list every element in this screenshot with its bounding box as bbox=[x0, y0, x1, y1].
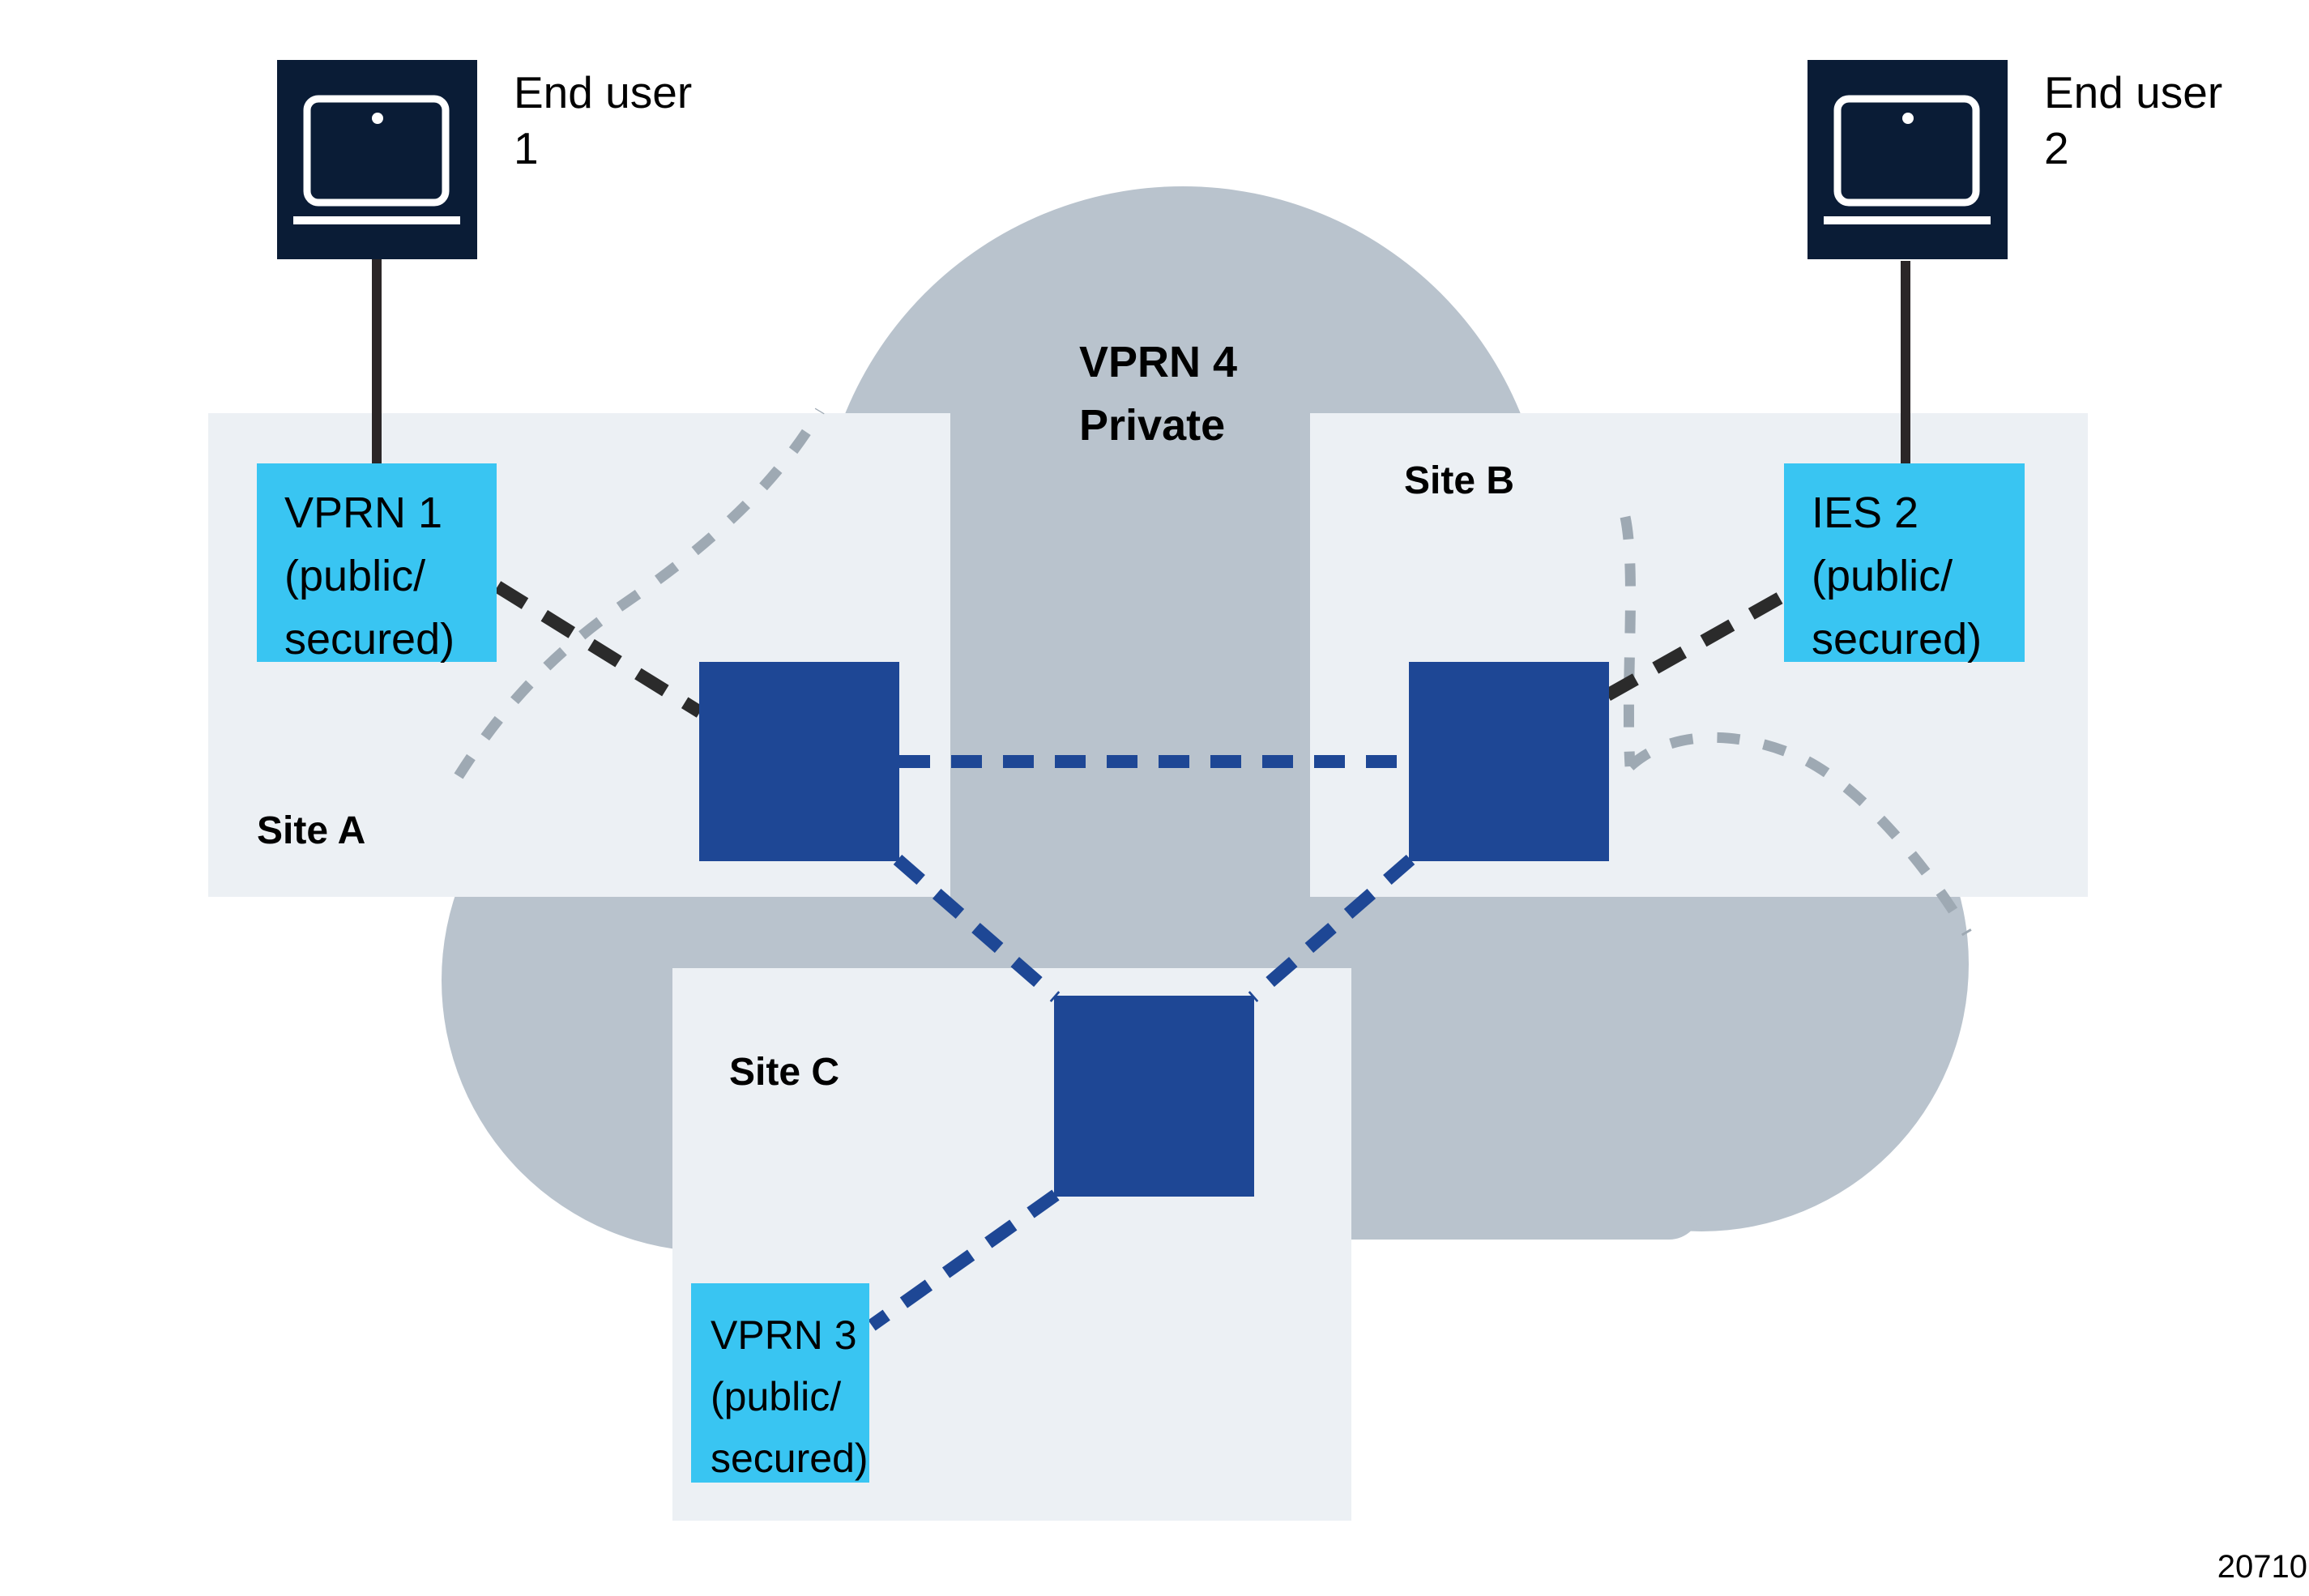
end-user1-tile bbox=[277, 60, 477, 259]
vprn4-cloud-label: VPRN 4 Private bbox=[1079, 331, 1237, 457]
ies2-service-box: IES 2 (public/ secured) bbox=[1784, 463, 2025, 664]
vprn4-label-line1: VPRN 4 bbox=[1079, 338, 1238, 386]
router-site-c bbox=[1054, 996, 1254, 1197]
laptop-icon bbox=[1824, 95, 1991, 224]
vprn1-service-box: VPRN 1 (public/ secured) bbox=[257, 463, 497, 664]
ies2-line1: IES 2 bbox=[1812, 489, 1919, 537]
site-c-label: Site C bbox=[729, 1051, 840, 1094]
end-user1-label-line1: End user bbox=[514, 67, 693, 117]
router-site-a bbox=[699, 662, 899, 861]
ies2-line3: secured) bbox=[1812, 615, 1982, 664]
end-user2-label: End user 2 bbox=[2044, 65, 2222, 177]
vprn3-line3: secured) bbox=[711, 1436, 869, 1481]
vprn1-line1: VPRN 1 bbox=[284, 489, 443, 537]
vprn1-line3: secured) bbox=[284, 615, 455, 664]
site-b-label: Site B bbox=[1404, 459, 1515, 502]
figure-number: 20710 bbox=[2217, 1549, 2307, 1585]
vprn3-line1: VPRN 3 bbox=[711, 1312, 857, 1358]
end-user1-label-line2: 1 bbox=[514, 123, 539, 173]
end-user2-tile bbox=[1808, 60, 2008, 259]
site-a-label: Site A bbox=[257, 809, 366, 852]
vprn3-line2: (public/ bbox=[711, 1374, 842, 1419]
vprn3-service-box: VPRN 3 (public/ secured) bbox=[691, 1283, 869, 1483]
end-user2-label-line2: 2 bbox=[2044, 123, 2069, 173]
end-user2-label-line1: End user bbox=[2044, 67, 2223, 117]
laptop-icon bbox=[293, 95, 460, 224]
vprn4-label-line2: Private bbox=[1079, 401, 1226, 450]
ies2-line2: (public/ bbox=[1812, 552, 1953, 600]
router-site-b bbox=[1409, 662, 1609, 861]
vprn1-line2: (public/ bbox=[284, 552, 426, 600]
end-user1-label: End user 1 bbox=[514, 65, 692, 177]
